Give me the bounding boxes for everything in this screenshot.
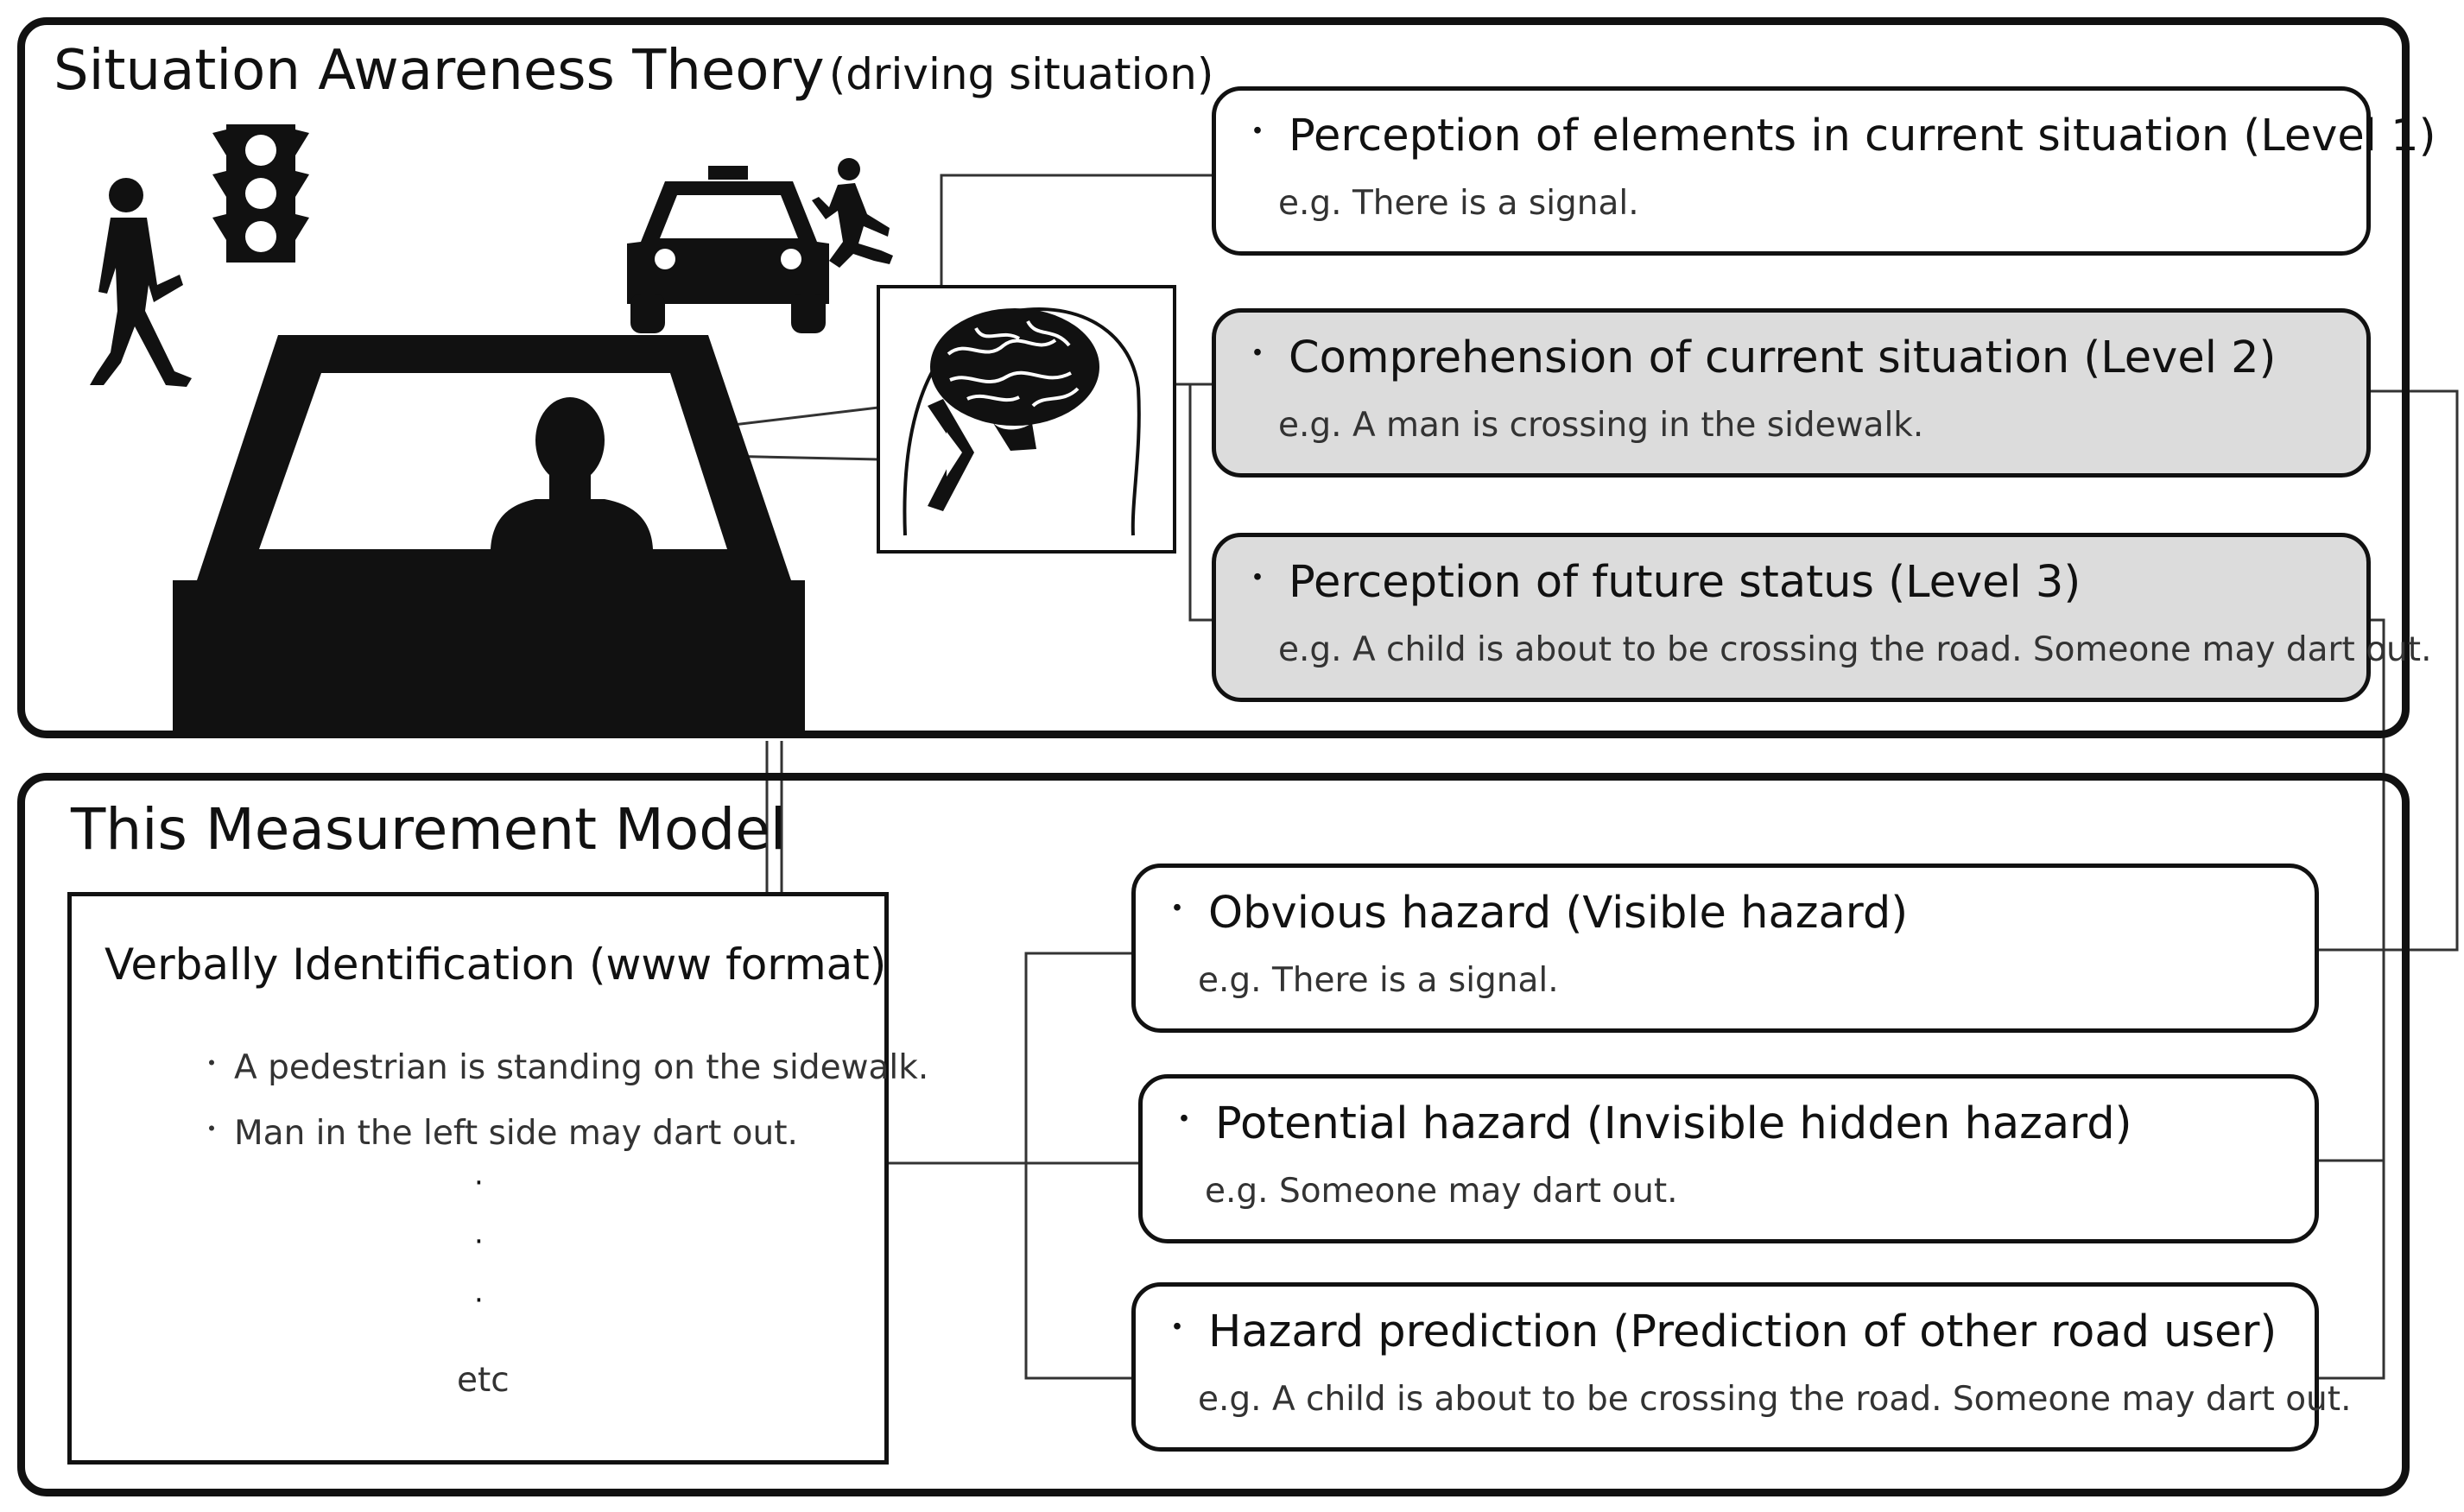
sa-level1-box: ・ Perception of elements in current situa… (1212, 86, 2436, 256)
bullet: ・ (200, 1049, 225, 1078)
verbal-identification-box: Verbally Identification (www format) ・ A … (67, 892, 928, 1465)
potential-hazard-example: e.g. Someone may dart out. (1205, 1172, 1678, 1211)
potential-hazard-title: Potential hazard (Invisible hidden hazar… (1215, 1098, 2132, 1149)
obvious-hazard-box: ・ Obvious hazard (Visible hazard) e.g. Th… (1131, 864, 2319, 1033)
verbal-item: ・ A pedestrian is standing on the sidewal… (200, 1045, 928, 1087)
sa-level3-box: ・ Perception of future status (Level 3) e… (1212, 533, 2431, 702)
hazard-prediction-example: e.g. A child is about to be crossing the… (1198, 1380, 2352, 1419)
sa-level2-example: e.g. A man is crossing in the sidewalk. (1278, 406, 1924, 445)
sa-level2-title: Comprehension of current situation (Leve… (1289, 332, 2277, 383)
sa-level3-example: e.g. A child is about to be crossing the… (1278, 630, 2432, 669)
situation-awareness-title: Situation Awareness Theory (54, 39, 825, 103)
hazard-prediction-title: Hazard prediction (Prediction of other r… (1208, 1306, 2277, 1357)
obvious-hazard-example: e.g. There is a signal. (1198, 961, 1559, 1000)
connector-brain-level3 (1188, 384, 1212, 622)
measurement-model-title: This Measurement Model (71, 796, 787, 863)
verbal-identification-title: Verbally Identification (www format) (105, 939, 887, 990)
bullet: ・ (1169, 1102, 1200, 1137)
brain-inset (877, 285, 1176, 554)
driver-car-icon (173, 335, 805, 736)
ellipsis-dot: · (474, 1166, 484, 1200)
verbal-item: ・ Man in the left side may dart out. (200, 1110, 798, 1153)
bullet: ・ (1242, 114, 1274, 149)
verbal-item-text: A pedestrian is standing on the sidewalk… (234, 1048, 929, 1087)
sa-level3-title: Perception of future status (Level 3) (1289, 557, 2081, 608)
running-child-icon (812, 158, 893, 268)
sa-level1-example: e.g. There is a signal. (1278, 184, 1639, 223)
connector-level2-obvious (2319, 389, 2459, 952)
eye-icon (928, 399, 974, 511)
sa-level2-box: ・ Comprehension of current situation (Lev… (1212, 308, 2371, 478)
connector-level3-prediction (2319, 618, 2385, 1380)
bullet: ・ (1242, 336, 1274, 371)
measurement-model-panel (17, 773, 2410, 1496)
pedestrian-icon (90, 178, 192, 387)
sa-level1-title: Perception of elements in current situat… (1289, 111, 2436, 161)
taxi-icon (627, 166, 829, 333)
potential-hazard-box: ・ Potential hazard (Invisible hidden haza… (1138, 1074, 2319, 1243)
ellipsis-dot: · (474, 1224, 484, 1259)
ellipsis-dot: · (474, 1283, 484, 1318)
verbal-item-text: Man in the left side may dart out. (234, 1114, 798, 1153)
situation-awareness-heading: Situation Awareness Theory (driving situ… (54, 39, 1213, 103)
bullet: ・ (1242, 560, 1274, 596)
brain-icon (930, 308, 1099, 451)
situation-awareness-subtitle: (driving situation) (828, 49, 1214, 99)
bullet: ・ (1162, 891, 1194, 927)
measurement-model-heading: This Measurement Model (71, 796, 786, 863)
verbal-etc: etc (457, 1361, 510, 1400)
connector-verbal-hazards (1024, 952, 1131, 1380)
hazard-prediction-box: ・ Hazard prediction (Prediction of other … (1131, 1282, 2351, 1452)
situation-awareness-panel (17, 17, 2410, 738)
obvious-hazard-title: Obvious hazard (Visible hazard) (1208, 888, 1909, 939)
bullet: ・ (200, 1115, 225, 1143)
bullet: ・ (1162, 1310, 1194, 1345)
traffic-light-icon (212, 124, 309, 263)
